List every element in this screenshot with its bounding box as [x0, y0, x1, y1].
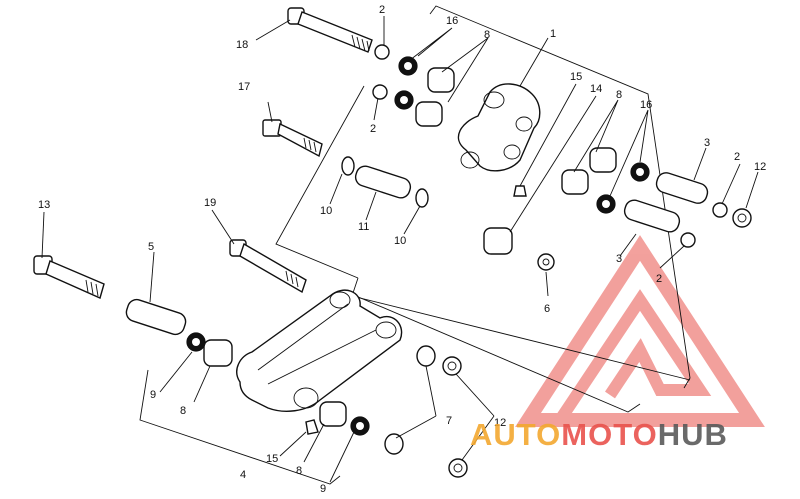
bolt-17: [262, 119, 323, 158]
callout-5: 5: [148, 241, 154, 253]
callout-8: 8: [296, 465, 302, 477]
callout-10: 10: [394, 235, 406, 247]
callout-1: 1: [550, 28, 556, 40]
callout-2: 2: [734, 151, 740, 163]
svg-text:AUTOMOTOHUB: AUTOMOTOHUB: [470, 417, 728, 452]
bolt-18: [287, 7, 373, 53]
callout-14: 14: [590, 83, 602, 95]
callout-4: 4: [240, 469, 246, 481]
callout-19: 19: [204, 197, 216, 209]
callout-13: 13: [38, 199, 50, 211]
watermark-auto: AUTO: [470, 417, 561, 452]
callout-8: 8: [180, 405, 186, 417]
leader-lines: [41, 16, 759, 483]
group-bracket-4: [139, 295, 641, 485]
callout-12: 12: [754, 161, 766, 173]
grease-nipples: [305, 185, 527, 435]
callout-9: 9: [320, 483, 326, 495]
bearings: [186, 56, 650, 436]
watermark-logo: [515, 235, 765, 427]
callout-3: 3: [704, 137, 710, 149]
callout-15: 15: [266, 453, 278, 465]
callout-2: 2: [379, 4, 385, 16]
callout-7: 7: [446, 415, 452, 427]
callout-16: 16: [640, 99, 652, 111]
callout-18: 18: [236, 39, 248, 51]
callout-labels: 1 2 2 2 2 3 3 4 5 6 7 8 8 8 8 9 9 10 10 …: [38, 4, 766, 495]
watermark-text: AUTOMOTOHUB: [470, 417, 728, 452]
washers: [341, 44, 752, 478]
callout-9: 9: [150, 389, 156, 401]
callout-15: 15: [570, 71, 582, 83]
watermark-moto: MOTO: [561, 417, 657, 452]
callout-12: 12: [494, 417, 506, 429]
upper-link-1: [457, 83, 541, 172]
callout-8: 8: [484, 29, 490, 41]
callout-2: 2: [370, 123, 376, 135]
sleeves: [125, 67, 709, 427]
callout-8: 8: [616, 89, 622, 101]
lower-link-4: [236, 289, 403, 412]
callout-11: 11: [358, 221, 369, 233]
callout-17: 17: [238, 81, 250, 93]
bolt-13: [33, 255, 105, 299]
callout-6: 6: [544, 303, 550, 315]
callout-2: 2: [656, 273, 662, 285]
watermark-hub: HUB: [658, 417, 728, 452]
callout-3: 3: [616, 253, 622, 265]
bolt-19: [229, 239, 307, 294]
callout-10: 10: [320, 205, 332, 217]
callout-16: 16: [446, 15, 458, 27]
